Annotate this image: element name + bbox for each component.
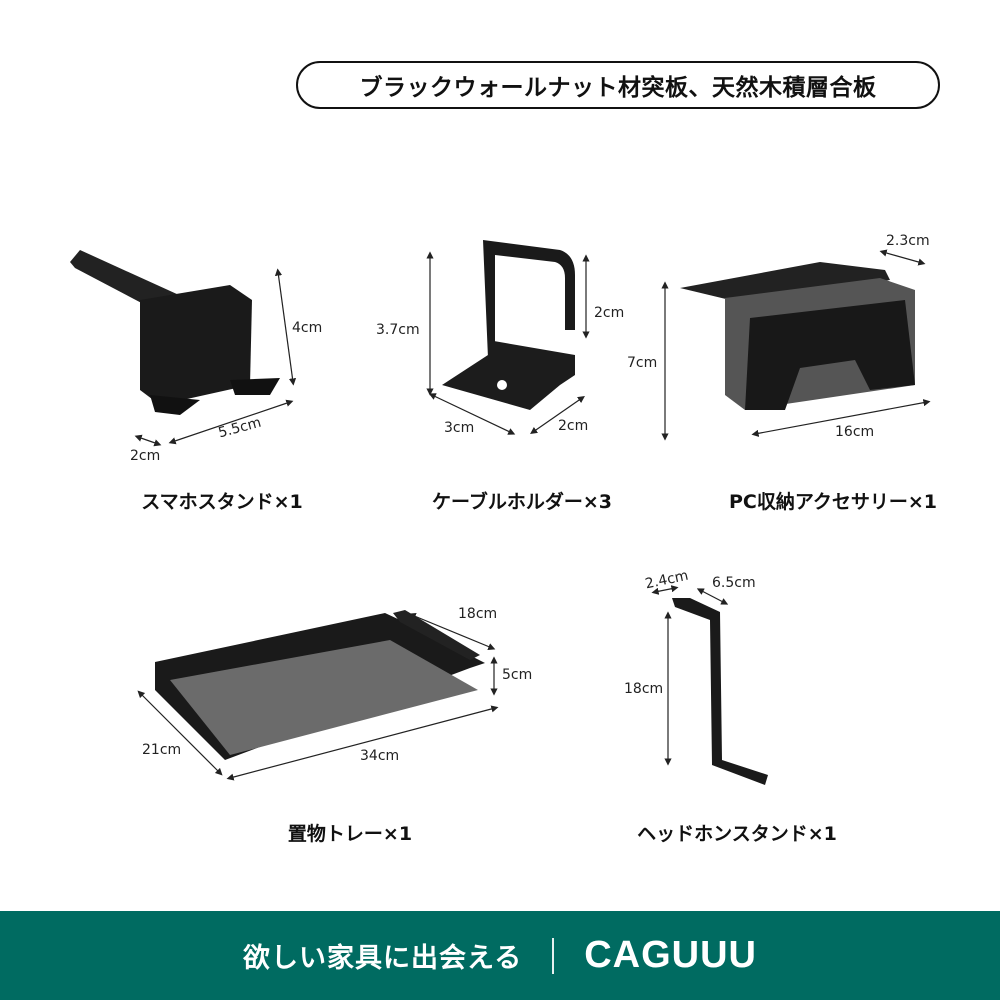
- product-name: 置物トレー×1: [287, 823, 413, 845]
- phone-stand-image: [70, 250, 280, 415]
- product-name: ケーブルホルダー×3: [431, 491, 613, 513]
- dim-label: 2cm: [130, 448, 161, 464]
- product-name: PC収納アクセサリー×1: [728, 491, 938, 513]
- dim-label: 18cm: [458, 606, 498, 622]
- tray-image: [155, 610, 485, 760]
- product-name: スマホスタンド×1: [141, 491, 303, 513]
- divider: [552, 937, 555, 974]
- dim-label: 34cm: [360, 748, 400, 764]
- cable-holder-image: [442, 240, 575, 410]
- dim-label: 5cm: [502, 667, 533, 683]
- dim-label: 6.5cm: [712, 575, 756, 591]
- dim-label: 3.7cm: [376, 322, 420, 338]
- product-illustrations: [70, 240, 931, 785]
- material-label: ブラックウォールナット材突板、天然木積層合板: [296, 61, 940, 109]
- product-name: ヘッドホンスタンド×1: [637, 823, 837, 845]
- headphone-stand-image: [672, 598, 768, 785]
- footer-banner: 欲しい家具に出会える CAGUUU: [0, 911, 1000, 1000]
- dim-label: 2cm: [558, 418, 589, 434]
- dim-label: 16cm: [835, 424, 875, 440]
- dim-label: 18cm: [624, 681, 664, 697]
- dim-label: 2cm: [594, 305, 625, 321]
- dim-label: 7cm: [627, 355, 658, 371]
- slogan: 欲しい家具に出会える: [243, 943, 523, 974]
- dim-label: 4cm: [292, 320, 323, 336]
- pc-holder-image: [680, 262, 915, 410]
- brand-logo: CAGUUU: [584, 934, 757, 976]
- dim-label: 3cm: [444, 420, 475, 436]
- dim-label: 21cm: [142, 742, 182, 758]
- dim-label: 2.3cm: [886, 233, 930, 249]
